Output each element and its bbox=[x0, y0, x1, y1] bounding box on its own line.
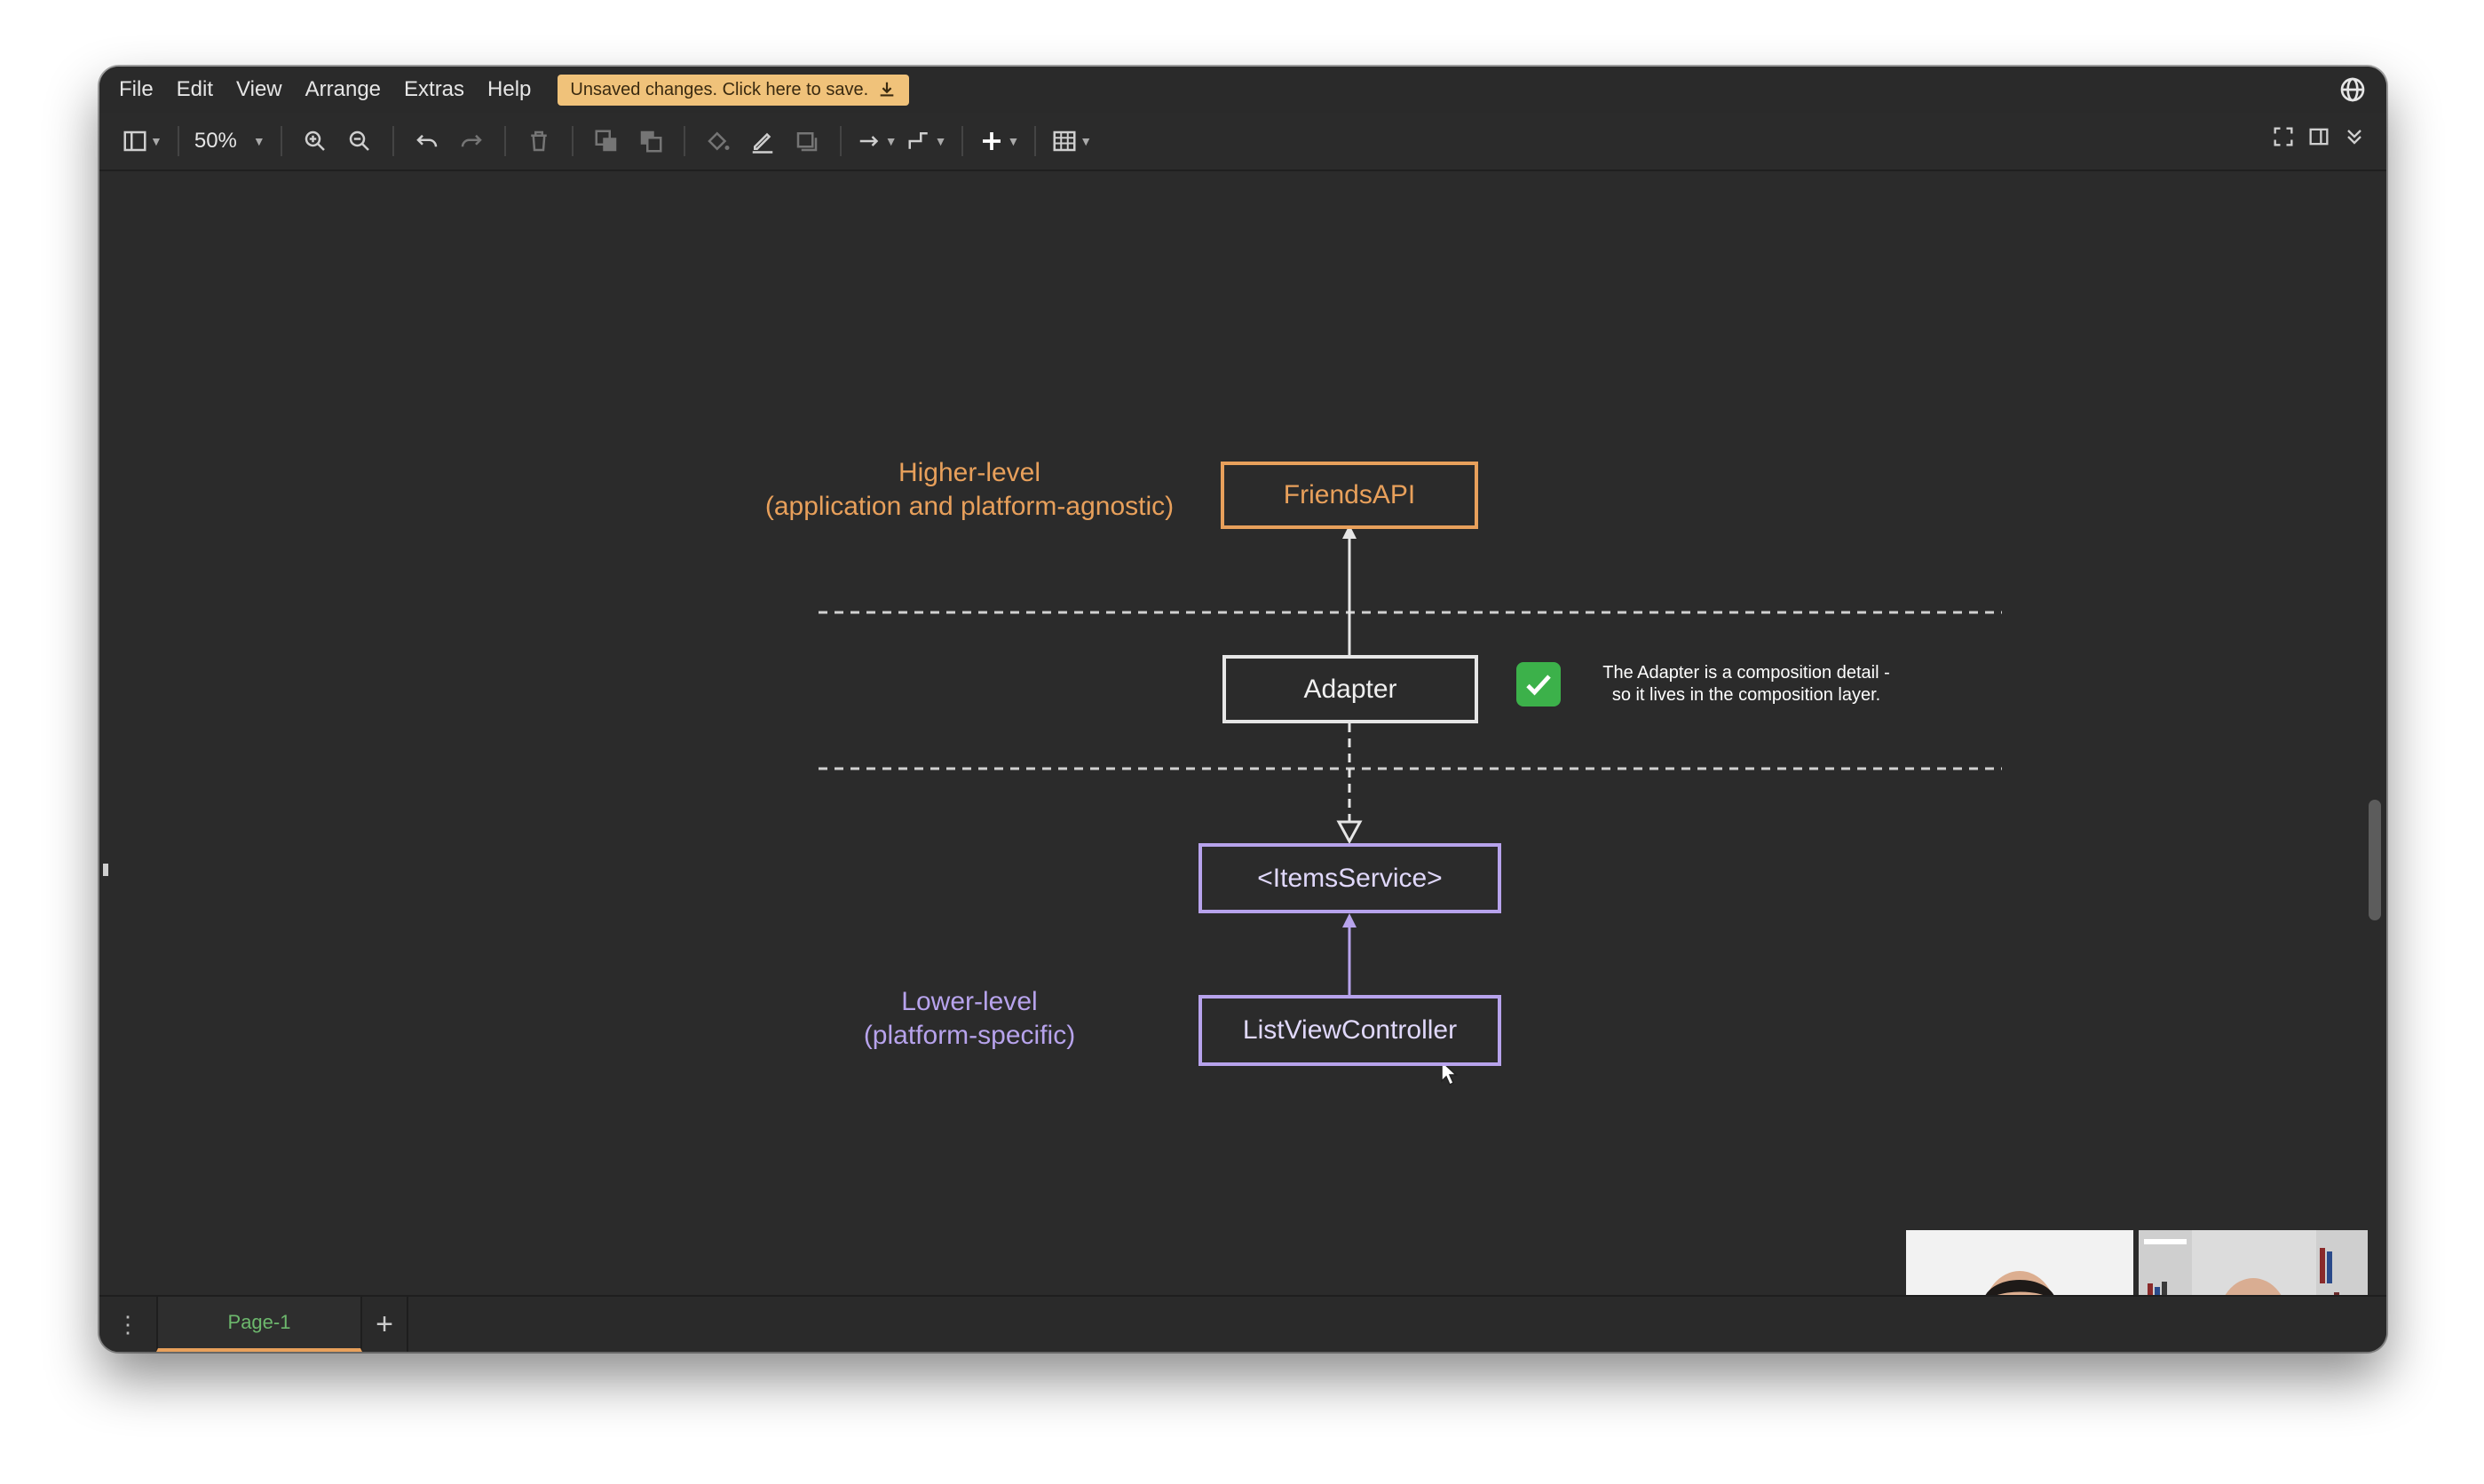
pages-menu-button[interactable]: ⋮ bbox=[99, 1297, 156, 1352]
tab-page-1-label: Page-1 bbox=[227, 1311, 291, 1333]
node-adapter[interactable]: Adapter bbox=[1222, 655, 1478, 723]
arrowhead-itemsservice bbox=[1336, 820, 1363, 845]
node-friends-api-label: FriendsAPI bbox=[1283, 480, 1416, 509]
paint-bucket-icon bbox=[707, 131, 730, 151]
fullscreen-icon[interactable] bbox=[2271, 124, 2296, 149]
toolbar-divider bbox=[571, 126, 574, 156]
format-panel-button[interactable]: ▼ bbox=[122, 123, 162, 159]
toolbar-divider bbox=[1034, 126, 1037, 156]
save-banner-text: Unsaved changes. Click here to save. bbox=[570, 79, 869, 99]
zoom-out-button[interactable] bbox=[342, 123, 377, 159]
line-color-button[interactable] bbox=[745, 123, 780, 159]
zoom-in-button[interactable] bbox=[297, 123, 333, 159]
higher-level-label[interactable]: Higher-level (application and platform-a… bbox=[739, 456, 1200, 524]
undo-button[interactable] bbox=[409, 123, 445, 159]
unsaved-changes-banner[interactable]: Unsaved changes. Click here to save. bbox=[558, 74, 910, 106]
node-items-service-label: <ItemsService> bbox=[1257, 863, 1443, 893]
page-tab-bar: ⋮ Page-1 + bbox=[99, 1295, 2386, 1352]
chevron-down-icon: ▼ bbox=[1007, 134, 1020, 148]
vertical-dots-icon: ⋮ bbox=[116, 1310, 139, 1338]
arrowhead-itemsservice-2 bbox=[1342, 913, 1357, 928]
elbow-connector-icon bbox=[908, 132, 928, 149]
node-friends-api[interactable]: FriendsAPI bbox=[1221, 462, 1478, 529]
arrowhead-friendsapi bbox=[1342, 525, 1357, 539]
node-list-view-controller-label: ListViewController bbox=[1242, 1015, 1458, 1045]
menu-view[interactable]: View bbox=[236, 77, 282, 101]
toolbar-divider bbox=[280, 126, 282, 156]
menu-extras[interactable]: Extras bbox=[404, 77, 465, 101]
sidebar-resize-handle[interactable] bbox=[103, 864, 108, 876]
lower-level-subtitle: (platform-specific) bbox=[863, 1021, 1076, 1050]
higher-level-subtitle: (application and platform-agnostic) bbox=[764, 492, 1175, 521]
toolbar-divider bbox=[683, 126, 685, 156]
globe-icon[interactable] bbox=[2338, 75, 2367, 104]
redo-button[interactable] bbox=[454, 123, 489, 159]
tab-page-1[interactable]: Page-1 bbox=[156, 1297, 362, 1352]
menu-help[interactable]: Help bbox=[487, 77, 532, 101]
collapse-icon[interactable] bbox=[2342, 124, 2367, 149]
toolbar-divider bbox=[177, 126, 179, 156]
diagram-canvas[interactable]: Higher-level (application and platform-a… bbox=[99, 171, 2386, 1352]
chevron-down-icon: ▼ bbox=[150, 134, 162, 148]
zoom-value: 50% bbox=[194, 129, 237, 153]
add-page-button[interactable]: + bbox=[362, 1297, 408, 1352]
zoom-select[interactable]: 50% ▼ bbox=[194, 123, 265, 159]
chevron-down-icon: ▼ bbox=[1080, 134, 1093, 148]
lower-level-title: Lower-level bbox=[901, 987, 1038, 1016]
shadow-button[interactable] bbox=[789, 123, 825, 159]
toolbar: ▼ 50% ▼ bbox=[99, 113, 2386, 171]
checkmark-icon[interactable] bbox=[1516, 662, 1561, 706]
plus-icon: + bbox=[376, 1306, 393, 1341]
bring-to-front-icon bbox=[595, 130, 616, 152]
check-icon bbox=[1526, 675, 1551, 696]
download-icon bbox=[880, 82, 894, 97]
toolbar-divider bbox=[839, 126, 842, 156]
connection-style-button[interactable]: ▼ bbox=[857, 123, 898, 159]
chevron-down-icon: ▼ bbox=[252, 134, 265, 148]
panel-layout-icon bbox=[123, 130, 146, 152]
shadow-icon bbox=[796, 132, 817, 152]
toolbar-right bbox=[2271, 124, 2367, 149]
zoom-in-icon bbox=[305, 130, 325, 151]
trash-icon bbox=[530, 130, 547, 152]
pencil-icon bbox=[752, 132, 772, 154]
node-adapter-label: Adapter bbox=[1303, 674, 1397, 704]
adapter-note-line-2: so it lives in the composition layer. bbox=[1611, 685, 1881, 705]
chevron-down-icon: ▼ bbox=[934, 134, 947, 148]
to-back-button[interactable] bbox=[633, 123, 668, 159]
to-front-button[interactable] bbox=[589, 123, 624, 159]
menu-file[interactable]: File bbox=[119, 77, 154, 101]
menu-edit[interactable]: Edit bbox=[176, 77, 214, 101]
drawio-window: File Edit View Arrange Extras Help Unsav… bbox=[99, 67, 2386, 1352]
table-button[interactable]: ▼ bbox=[1051, 123, 1092, 159]
table-icon bbox=[1053, 130, 1076, 152]
node-items-service[interactable]: <ItemsService> bbox=[1198, 843, 1501, 913]
toolbar-divider bbox=[503, 126, 506, 156]
toolbar-divider bbox=[392, 126, 394, 156]
fill-color-button[interactable] bbox=[700, 123, 736, 159]
mouse-cursor-icon bbox=[1441, 1060, 1458, 1086]
menu-arrange[interactable]: Arrange bbox=[305, 77, 382, 101]
waypoints-button[interactable]: ▼ bbox=[906, 123, 947, 159]
toolbar-divider bbox=[961, 126, 964, 156]
adapter-note[interactable]: The Adapter is a composition detail - so… bbox=[1573, 662, 1919, 706]
redo-icon bbox=[461, 134, 482, 147]
node-list-view-controller[interactable]: ListViewController bbox=[1198, 995, 1501, 1066]
zoom-out-icon bbox=[349, 130, 369, 151]
delete-button[interactable] bbox=[521, 123, 557, 159]
undo-icon bbox=[415, 134, 437, 147]
higher-level-title: Higher-level bbox=[898, 458, 1041, 487]
plus-icon bbox=[983, 132, 1001, 150]
insert-button[interactable]: ▼ bbox=[978, 123, 1019, 159]
format-panel-icon[interactable] bbox=[2306, 124, 2331, 149]
lower-level-label[interactable]: Lower-level (platform-specific) bbox=[792, 985, 1147, 1053]
arrow-right-icon bbox=[859, 136, 878, 146]
adapter-note-line-1: The Adapter is a composition detail - bbox=[1602, 663, 1890, 683]
menu-bar: File Edit View Arrange Extras Help Unsav… bbox=[99, 67, 2386, 113]
vertical-scrollbar[interactable] bbox=[2369, 800, 2381, 920]
send-to-back-icon bbox=[640, 130, 662, 153]
diagram-connectors bbox=[819, 525, 2002, 1086]
chevron-down-icon: ▼ bbox=[884, 134, 898, 148]
